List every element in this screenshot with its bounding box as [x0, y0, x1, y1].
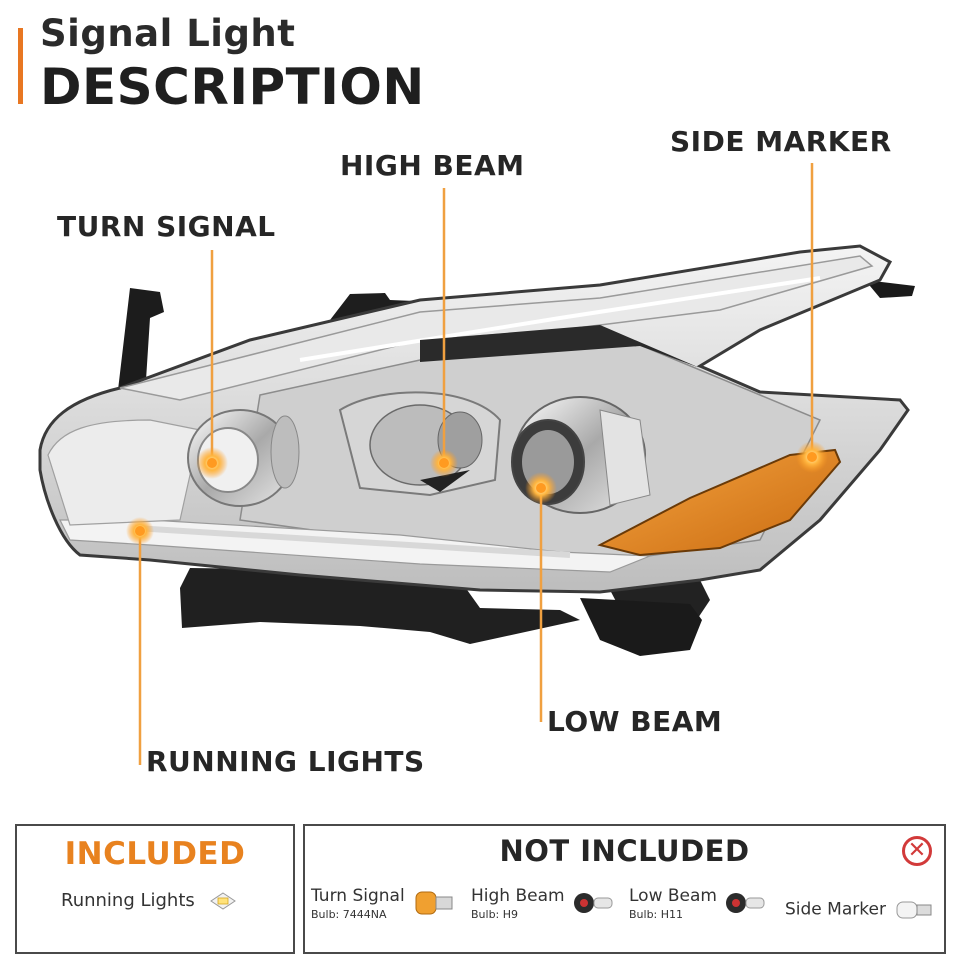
headlight-illustration: [38, 163, 915, 765]
not-included-title: NOT INCLUDED: [499, 834, 750, 868]
included-item: Running Lights: [61, 890, 237, 911]
callout-side-marker: SIDE MARKER: [670, 125, 892, 158]
side-marker-lens: [597, 448, 842, 557]
side-marker-label: Side Marker: [785, 899, 886, 920]
h9-bulb-icon: [573, 893, 613, 913]
included-box: INCLUDED Running Lights: [15, 824, 295, 954]
low-beam-bulb: Bulb: H11: [629, 908, 684, 921]
not-included-turn-signal: Turn Signal Bulb: 7444NA: [311, 886, 456, 921]
clear-bulb-icon: [896, 901, 932, 919]
callout-high-beam: HIGH BEAM: [340, 149, 525, 182]
turn-signal-label: Turn Signal: [311, 886, 405, 906]
callout-turn-signal: TURN SIGNAL: [57, 210, 276, 243]
high-beam-label: High Beam: [471, 886, 565, 906]
page-title: Signal Light: [40, 12, 296, 55]
included-item-label: Running Lights: [61, 890, 195, 911]
included-title: INCLUDED: [64, 836, 246, 872]
title-accent-bar: [18, 28, 23, 104]
h11-bulb-icon: [726, 893, 765, 913]
turn-signal-bulb: Bulb: 7444NA: [311, 908, 387, 921]
x-circle-icon: ✕: [902, 836, 932, 866]
led-chip-icon: [209, 892, 236, 910]
callout-low-beam: LOW BEAM: [547, 705, 723, 738]
not-included-box: NOT INCLUDED ✕ Turn Signal Bulb: 7444NA …: [303, 824, 946, 954]
low-beam-label: Low Beam: [629, 886, 717, 906]
amber-bulb-icon: [415, 891, 453, 915]
not-included-side-marker: Side Marker: [785, 896, 937, 924]
high-beam-bulb: Bulb: H9: [471, 908, 519, 921]
leader-lines: [138, 163, 814, 765]
high-beam-reflector: [338, 391, 502, 497]
callout-running-lights: RUNNING LIGHTS: [146, 745, 425, 778]
page-subtitle: DESCRIPTION: [40, 58, 425, 116]
not-included-low-beam: Low Beam Bulb: H11: [629, 886, 768, 921]
callout-points: [126, 441, 828, 545]
not-included-high-beam: High Beam Bulb: H9: [471, 886, 616, 921]
